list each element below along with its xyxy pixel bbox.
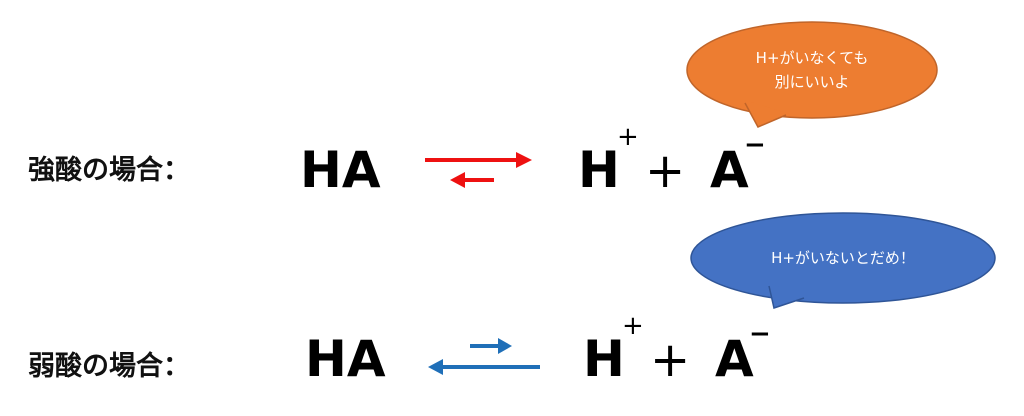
strong-bubble-line1: H+がいなくても [755,49,869,67]
weak-speech-bubble [690,212,996,309]
weak-acid-label: 弱酸の場合： [28,351,190,382]
weak-reactant: HA [305,330,386,388]
strong-bubble-line2: 別にいいよ [774,73,850,91]
strong-reactant: HA [300,141,381,199]
strong-product-a: A [710,141,749,199]
weak-equilibrium-arrows [428,338,540,375]
strong-plus-sign: + [645,143,686,199]
strong-a-charge: − [744,130,766,160]
strong-bubble-text: H+がいなくても 別にいいよ [732,46,892,94]
weak-product-h: H [583,330,625,388]
weak-product-a: A [715,330,754,388]
strong-forward-arrowhead [516,152,532,168]
weak-a-charge: − [749,319,771,349]
strong-acid-label: 強酸の場合： [28,155,190,186]
weak-bubble-text: H+がいないとだめ！ [733,246,953,270]
weak-h-charge: + [622,311,644,341]
strong-h-charge: + [617,122,639,152]
strong-product-h: H [578,141,620,199]
weak-reverse-arrowhead [428,359,443,375]
weak-plus-sign: + [650,332,691,388]
weak-forward-arrowhead [498,338,512,354]
strong-speech-bubble [686,21,938,128]
weak-bubble-line1: H+がいないとだめ！ [771,249,915,267]
strong-equilibrium-arrows [425,152,532,188]
strong-reverse-arrowhead [450,172,465,188]
